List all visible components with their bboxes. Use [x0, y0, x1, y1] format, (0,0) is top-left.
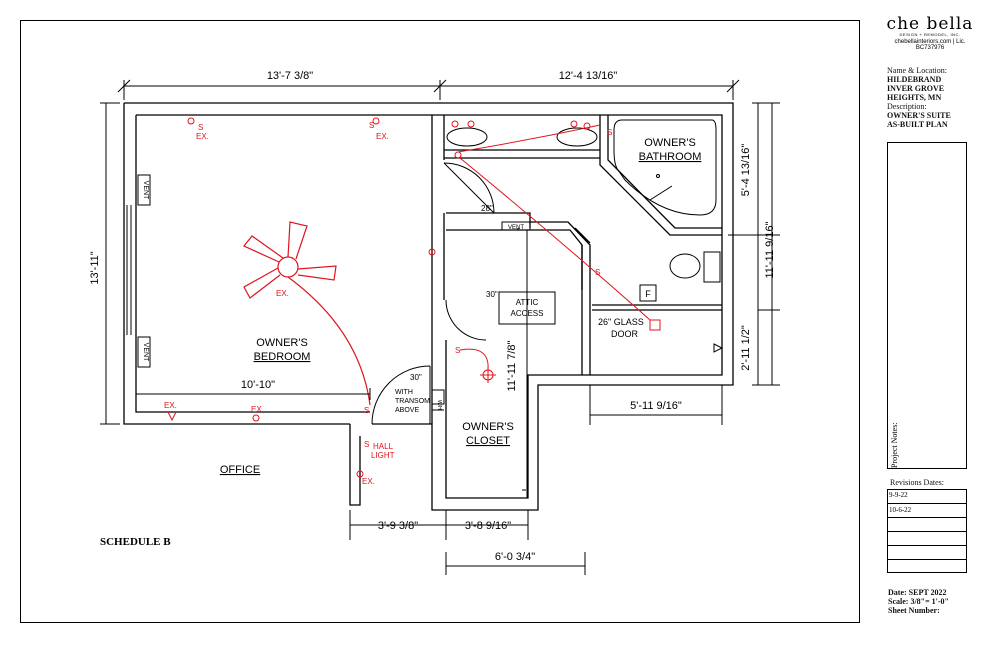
schedule-label: SCHEDULE B [100, 536, 171, 548]
bedroom-label-2: BEDROOM [254, 351, 311, 363]
name-line-2: INVER GROVE [887, 84, 945, 93]
hall-light-label-2: LIGHT [371, 451, 395, 460]
brand-name: che bella [886, 14, 974, 34]
transom-label-3: ABOVE [395, 407, 419, 414]
revision-row [887, 517, 967, 529]
ex-label: EX. [196, 132, 209, 141]
name-location-block: Name & Location: HILDEBRAND INVER GROVE … [887, 66, 951, 129]
revision-row: 10-6-22 [887, 503, 967, 515]
date-scale-block: Date: SEPT 2022 Scale: 3/8"= 1'-0" Sheet… [888, 588, 949, 615]
scale-label: Scale: 3/8"= 1'-0" [888, 597, 949, 606]
door-30-label: 30" [486, 290, 498, 299]
wh-label: W/H [436, 400, 442, 410]
dim-bottom-a: 3'-9 3/8" [378, 520, 418, 532]
revision-row: 9-9-22 [889, 491, 908, 499]
revision-row [887, 559, 967, 571]
project-notes-label: Project Notes: [890, 422, 899, 468]
dim-bottom-b: 3'-8 9/16" [465, 520, 511, 532]
closet-label-1: OWNER'S [462, 421, 514, 433]
dim-top-left: 13'-7 3/8" [267, 70, 313, 82]
name-location-label: Name & Location: [887, 66, 947, 75]
dimension-lines [100, 79, 780, 575]
doors [371, 162, 495, 425]
bedroom-label-1: OWNER'S [256, 337, 308, 349]
fan-box-label: F [645, 289, 651, 299]
switch-label: S [455, 346, 460, 355]
ex-label: EX. [164, 401, 177, 410]
office-label: OFFICE [220, 464, 260, 476]
sheet-number-label: Sheet Number: [888, 606, 940, 615]
glass-door-label-2: DOOR [611, 329, 639, 339]
revision-row [887, 545, 967, 557]
glass-door-label-1: 26" GLASS [598, 317, 644, 327]
dim-left: 13'-11" [89, 251, 101, 284]
description-line-2: AS-BUILT PLAN [887, 120, 948, 129]
dim-bottom-total: 6'-0 3/4" [495, 551, 535, 563]
name-line-1: HILDEBRAND [887, 75, 942, 84]
brand-site: chebellainteriors.com | Lic. BC737976 [894, 39, 966, 51]
brand-logo: che bella DESIGN + REMODEL, INC. chebell… [880, 14, 980, 51]
vent-label-top: VENT [142, 181, 149, 200]
revisions-label: Revisions Dates: [890, 478, 944, 487]
vent-label-hall: VENT [508, 225, 524, 231]
dim-closet-height: 11'-11 7/8" [506, 340, 518, 391]
walls [123, 102, 734, 511]
switch-label: S [607, 128, 612, 137]
dim-right-total: 11'-11 9/16" [764, 221, 776, 278]
bathroom-label-2: BATHROOM [639, 151, 702, 163]
switch-label: S [369, 121, 374, 130]
date-label: Date: SEPT 2022 [888, 588, 947, 597]
dim-top-right: 12'-4 13/16" [559, 70, 618, 82]
room-labels: OWNER'S BEDROOM OWNER'S BATHROOM OWNER'S… [220, 137, 702, 476]
dim-right-upper: 5'-4 13/16" [740, 144, 752, 197]
revision-row [887, 531, 967, 543]
electrical-labels: EX. EX. EX. EX. EX. EX. S S S S S S S HA… [164, 121, 612, 486]
name-line-3: HEIGHTS, MN [887, 93, 942, 102]
ex-label: EX. [276, 289, 289, 298]
project-notes-box: Project Notes: [887, 142, 967, 469]
transom-label-1: WITH [395, 389, 413, 396]
bathroom-label-1: OWNER'S [644, 137, 696, 149]
dimension-labels: 13'-7 3/8" 12'-4 13/16" 13'-11" 10'-10" … [89, 70, 776, 563]
dim-right-lower: 2'-11 1/2" [740, 325, 752, 371]
electrical [167, 117, 661, 478]
ex-label: EX. [362, 477, 375, 486]
description-line-1: OWNER'S SUITE [887, 111, 951, 120]
description-label: Description: [887, 102, 927, 111]
switch-label: S [364, 440, 369, 449]
vent-icons: VENT VENT VENT [137, 174, 531, 368]
dim-bedroom-inner: 10'-10" [241, 379, 275, 391]
door-28-label: 28" [481, 204, 493, 213]
closet-label-2: CLOSET [466, 435, 510, 447]
brand-tagline: DESIGN + REMODEL, INC. [899, 32, 961, 37]
door-labels: 28" 30" 30" WITH TRANSOM ABOVE 26" GLASS… [395, 204, 644, 414]
switch-label: S [595, 268, 600, 277]
drawing-border [20, 20, 860, 623]
ceiling-fan-icon [243, 221, 371, 406]
transom-label-2: TRANSOM [395, 398, 430, 405]
dim-bath-lower: 5'-11 9/16" [630, 400, 682, 412]
switch-label: S [364, 406, 369, 415]
door-30-label-b: 30" [410, 373, 422, 382]
window [126, 205, 132, 335]
fixtures [446, 119, 724, 491]
hall-light-label-1: HALL [373, 442, 394, 451]
switch-label: S [198, 123, 203, 132]
ex-label: EX. [251, 405, 264, 414]
vent-label-bottom: VENT [142, 343, 149, 362]
ex-label: EX. [376, 132, 389, 141]
